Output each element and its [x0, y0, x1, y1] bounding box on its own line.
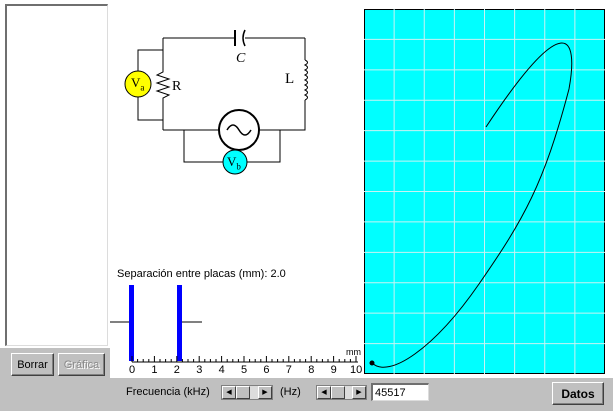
va-meter-icon [124, 70, 152, 98]
va-label: Va [131, 75, 145, 93]
vb-label: Vb [227, 154, 241, 172]
circuit-diagram [124, 29, 308, 175]
hz-left-arrow-icon[interactable]: ◀ [317, 386, 331, 399]
ruler-tick-label: 8 [308, 364, 315, 376]
ruler-tick-label: 6 [263, 364, 270, 376]
frequency-input[interactable] [371, 383, 429, 401]
plate-ruler[interactable] [110, 282, 372, 378]
resistor-label: R [172, 79, 182, 94]
movable-plate [177, 285, 182, 361]
capacitor-label: C [236, 51, 246, 66]
data-list[interactable] [5, 4, 108, 346]
ruler-tick-label: 5 [241, 364, 248, 376]
hz-label: (Hz) [280, 386, 301, 398]
grafica-button[interactable]: Gráfica [58, 353, 105, 376]
khz-scrollbar[interactable]: ◀ ▶ [221, 385, 273, 400]
ruler-tick-label: 2 [173, 364, 180, 376]
hz-thumb[interactable] [331, 386, 345, 399]
ruler-unit: mm [346, 347, 361, 357]
ruler-tick-label: 10 [350, 364, 363, 376]
separation-label: Separación entre placas (mm): 2.0 [117, 268, 286, 280]
ruler-tick-label: 3 [196, 364, 203, 376]
inductor-label: L [285, 71, 295, 87]
ruler-tick-label: 4 [218, 364, 225, 376]
fixed-plate [129, 285, 134, 361]
frecuencia-label: Frecuencia (kHz) [126, 386, 210, 398]
ruler-tick-label: 0 [129, 364, 136, 376]
ruler-tick-label: 7 [285, 364, 292, 376]
hz-scrollbar[interactable]: ◀ ▶ [316, 385, 367, 400]
khz-thumb[interactable] [236, 386, 250, 399]
borrar-button[interactable]: Borrar [11, 353, 54, 376]
khz-right-arrow-icon[interactable]: ▶ [258, 386, 272, 399]
khz-left-arrow-icon[interactable]: ◀ [222, 386, 236, 399]
lissajous-curve [371, 42, 573, 368]
ruler-tick-label: 9 [330, 364, 337, 376]
datos-button[interactable]: Datos [552, 382, 604, 405]
ruler-tick-label: 1 [151, 364, 158, 376]
vb-meter-icon [222, 149, 248, 175]
oscilloscope-plot [364, 9, 605, 374]
bottom-toolbar [0, 378, 613, 411]
hz-right-arrow-icon[interactable]: ▶ [352, 386, 366, 399]
